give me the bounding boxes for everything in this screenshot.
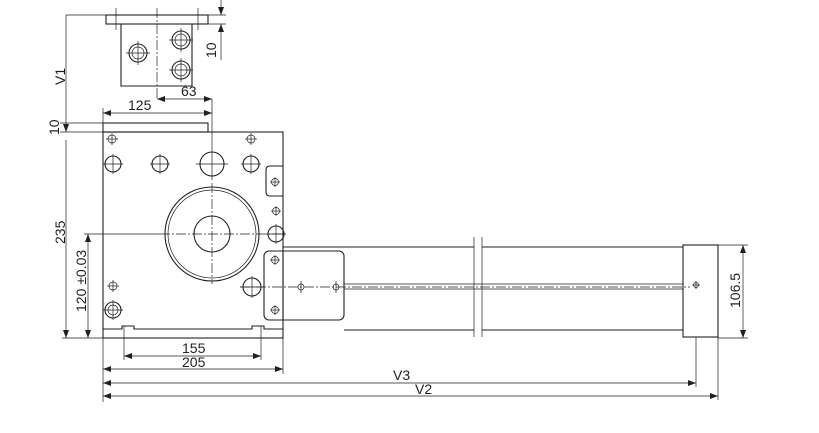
large-hole <box>196 99 228 180</box>
mount-hole <box>103 154 123 174</box>
mount-hole <box>266 224 286 244</box>
dimensions: V1 10 63 125 10 235 120 ±0.03 155 205 V3… <box>46 0 748 402</box>
dim-v1: V1 <box>52 68 68 85</box>
dim-205: 205 <box>182 354 206 370</box>
small-hole <box>297 281 305 293</box>
small-hole <box>271 206 281 216</box>
top-bracket <box>105 8 209 100</box>
mount-hole <box>240 276 264 298</box>
dim-v2: V2 <box>415 381 432 397</box>
small-hole <box>270 177 280 187</box>
small-hole <box>332 281 340 293</box>
small-hole <box>270 255 280 265</box>
dim-10-plate: 10 <box>46 119 62 135</box>
dim-155: 155 <box>182 340 206 356</box>
end-block <box>682 244 719 338</box>
bracket-hole <box>169 58 193 82</box>
bearing-boss <box>160 183 285 284</box>
small-hole <box>107 280 119 292</box>
mount-hole <box>241 154 261 174</box>
dim-120: 120 ±0.03 <box>73 250 89 312</box>
dim-106-5: 106.5 <box>727 273 743 308</box>
actuator-tube <box>240 237 719 338</box>
dim-10-top: 10 <box>203 42 219 58</box>
small-hole <box>692 281 700 289</box>
dim-63: 63 <box>181 83 197 99</box>
mount-hole <box>150 154 170 174</box>
main-plate <box>102 99 286 360</box>
small-hole <box>270 305 280 315</box>
bracket-hole <box>169 28 193 52</box>
small-hole <box>106 133 118 145</box>
dim-v3: V3 <box>393 367 410 383</box>
small-hole <box>245 133 257 145</box>
bracket-hole <box>126 41 150 65</box>
dim-235: 235 <box>52 220 68 244</box>
dim-125: 125 <box>128 97 152 113</box>
mount-hole <box>103 300 123 320</box>
